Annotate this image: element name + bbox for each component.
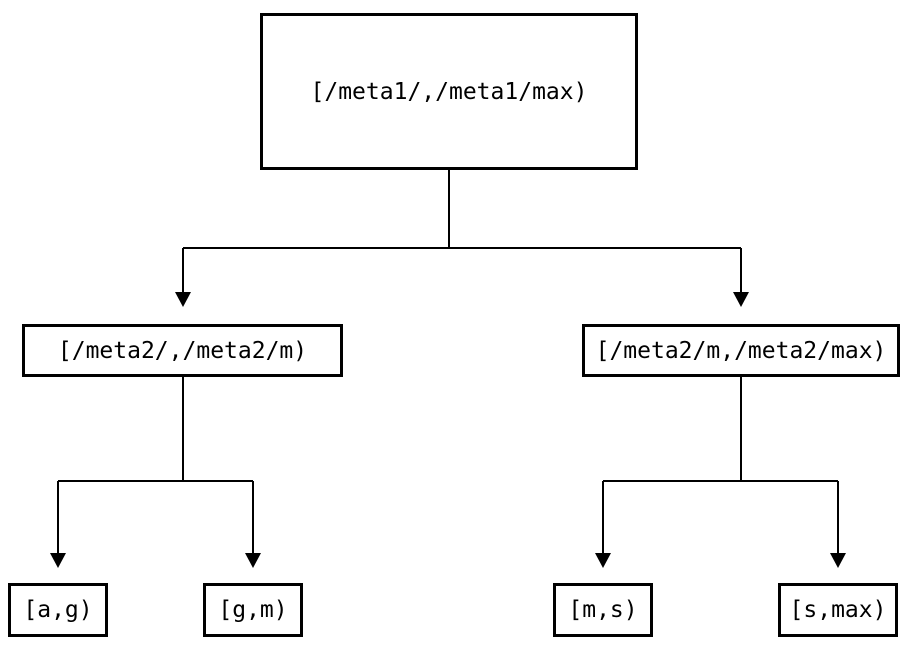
arrow-down-icon bbox=[50, 553, 66, 568]
node-leaf-a-g-label: [a,g) bbox=[23, 597, 93, 623]
node-leaf-s-max-label: [s,max) bbox=[789, 597, 887, 623]
arrow-down-icon bbox=[830, 553, 846, 568]
node-leaf-m-s-label: [m,s) bbox=[568, 597, 638, 623]
node-leaf-g-m-label: [g,m) bbox=[218, 597, 288, 623]
arrow-down-icon bbox=[733, 292, 749, 307]
node-leaf-m-s: [m,s) bbox=[553, 583, 653, 637]
node-left-child-interval: [/meta2/,/meta2/m) bbox=[22, 324, 343, 377]
node-root-label: [/meta1/,/meta1/max) bbox=[310, 78, 588, 105]
node-leaf-s-max: [s,max) bbox=[778, 583, 898, 637]
arrow-down-icon bbox=[245, 553, 261, 568]
node-leaf-g-m: [g,m) bbox=[203, 583, 303, 637]
node-right-child-label: [/meta2/m,/meta2/max) bbox=[595, 337, 887, 364]
arrow-down-icon bbox=[175, 292, 191, 307]
node-right-child-interval: [/meta2/m,/meta2/max) bbox=[582, 324, 900, 377]
node-root-interval: [/meta1/,/meta1/max) bbox=[260, 13, 638, 170]
node-leaf-a-g: [a,g) bbox=[8, 583, 108, 637]
arrow-down-icon bbox=[595, 553, 611, 568]
node-left-child-label: [/meta2/,/meta2/m) bbox=[57, 337, 308, 364]
